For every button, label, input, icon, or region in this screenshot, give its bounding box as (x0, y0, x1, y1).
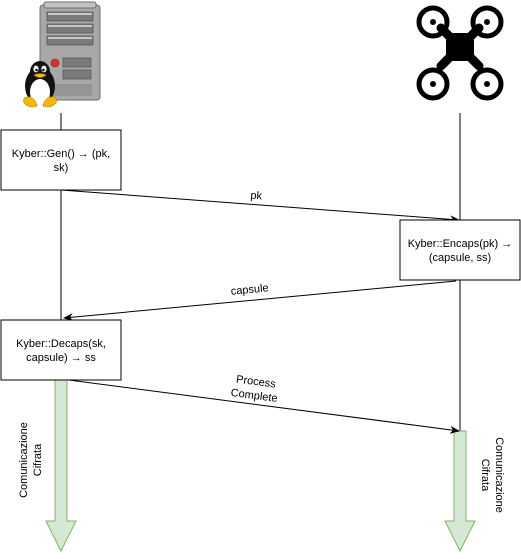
encrypted-channel-left-arrow (45, 354, 77, 553)
server-icon (39, 1, 101, 101)
kyber-gen-line1: Kyber::Gen() → (pk, (12, 148, 110, 160)
kyber-encaps-box: Kyber::Encaps(pk) → (capsule, ss) (399, 219, 521, 281)
message-capsule-arrow (63, 280, 457, 322)
message-pk-label: pk (250, 190, 263, 203)
encrypted-channel-right-arrow (444, 430, 476, 553)
encrypted-channel-right-line2: Cifrata (479, 459, 491, 492)
encrypted-channel-left-label: Comunicazione Cifrata (18, 422, 44, 498)
kyber-encaps-line2: (capsule, ss) (429, 252, 491, 264)
linux-penguin-icon (23, 61, 57, 108)
encrypted-channel-left-line2: Cifrata (32, 443, 44, 476)
kyber-decaps-line1: Kyber::Decaps(sk, (16, 338, 106, 350)
encrypted-channel-left-line1: Comunicazione (18, 422, 30, 498)
kyber-gen-box: Kyber::Gen() → (pk, sk) (0, 129, 122, 191)
encrypted-channel-right-line1: Comunicazione (493, 437, 505, 513)
kyber-decaps-line2: capsule) → ss (26, 352, 96, 364)
message-process-complete-label-line1: Process (235, 374, 276, 391)
message-capsule-label: capsule (230, 282, 269, 298)
encrypted-channel-right-label: Comunicazione Cifrata (479, 437, 505, 513)
message-pk-arrow (60, 189, 460, 224)
message-process-complete-arrow (60, 378, 460, 434)
kyber-encaps-line1: Kyber::Encaps(pk) → (408, 238, 513, 250)
kyber-decaps-box: Kyber::Decaps(sk, capsule) → ss (0, 319, 122, 381)
kyber-gen-line2: sk) (54, 162, 69, 174)
drone-icon (416, 5, 504, 101)
